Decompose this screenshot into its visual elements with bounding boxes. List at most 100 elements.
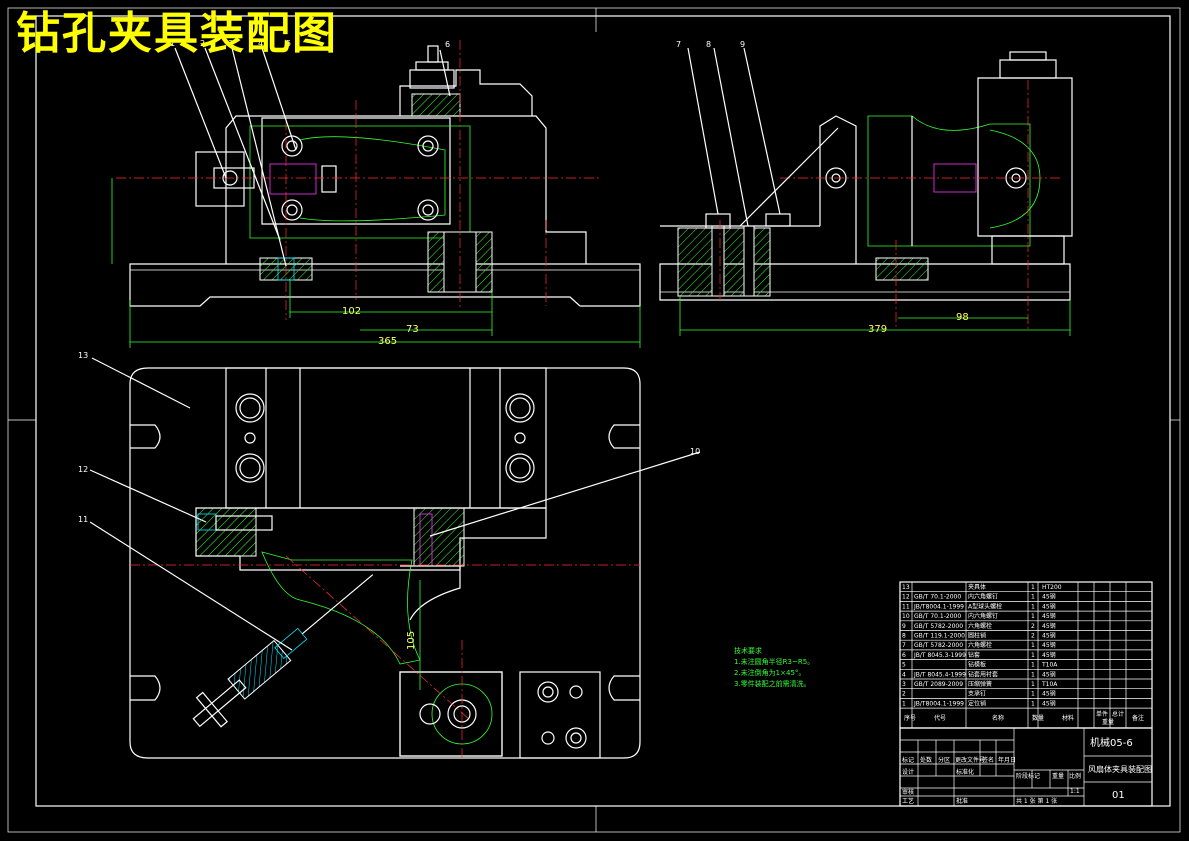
bom-cell-mat: 45钢 xyxy=(1042,699,1056,707)
bom-cell-mat: 45钢 xyxy=(1042,593,1056,601)
tech-requirements: 技术要求 1.未注圆角半径R3~R5。 2.未注倒角为1×45°。 3.零件装配… xyxy=(734,646,814,688)
bom-cell-qty: 1 xyxy=(1031,662,1035,669)
balloon-9: 9 xyxy=(740,40,745,49)
bom-header-weight: 重量 xyxy=(1102,718,1114,726)
bom-cell-no: 5 xyxy=(902,662,906,669)
bom-cell-no: 11 xyxy=(902,603,910,610)
bom-header-seq: 序号 xyxy=(904,714,916,722)
bom-cell-qty: 1 xyxy=(1031,700,1035,707)
bom-header-material: 材料 xyxy=(1062,714,1074,722)
title-block: 标记 处数 分区 更改文件号 签名 年月日 设计 标准化 审核 工艺 批准 阶段… xyxy=(899,727,1153,807)
tech-req-line1: 1.未注圆角半径R3~R5。 xyxy=(734,657,814,666)
tb-stage: 阶段标记 xyxy=(1016,772,1040,780)
bom-cell-mat: HT200 xyxy=(1042,584,1062,591)
tb-approve: 批准 xyxy=(956,797,968,805)
bom-cell-mat: 45钢 xyxy=(1042,602,1056,610)
front-view: 102 73 365 6 xyxy=(111,40,641,348)
bom-cell-mat: 45钢 xyxy=(1042,612,1056,620)
bom-cell-name: 内六角螺钉 xyxy=(968,612,998,620)
tb-drawing-name: 风扇体夹具装配图 xyxy=(1088,764,1152,774)
tech-req-line2: 2.未注倒角为1×45°。 xyxy=(734,668,805,677)
balloon-13: 13 xyxy=(78,351,88,360)
bom-header-remark: 备注 xyxy=(1132,714,1144,722)
bom-cell-code: GB/T 70.1-2000 xyxy=(914,594,961,601)
tb-school: 机械05-6 xyxy=(1090,736,1133,749)
balloon-6: 6 xyxy=(445,40,450,49)
bom-cell-mat: 45钢 xyxy=(1042,641,1056,649)
bom-cell-qty: 1 xyxy=(1031,671,1035,678)
tb-zone: 分区 xyxy=(938,756,950,764)
bom-cell-name: 夹具体 xyxy=(968,583,986,591)
dim-379: 379 xyxy=(868,324,887,335)
dim-105: 105 xyxy=(406,631,417,650)
balloon-1: 1 xyxy=(170,39,175,48)
top-view: 105 13 12 11 10 xyxy=(78,351,700,760)
bom-cell-qty: 2 xyxy=(1031,633,1035,640)
tb-count: 处数 xyxy=(920,756,932,764)
bom-header-qty: 数量 xyxy=(1032,714,1044,722)
bom-cell-name: 内六角螺钉 xyxy=(968,593,998,601)
tb-scale-val: 1:1 xyxy=(1070,788,1080,795)
tb-design: 设计 xyxy=(902,768,914,776)
tb-date: 年月日 xyxy=(998,756,1016,764)
dim-365: 365 xyxy=(378,336,397,347)
bom-cell-qty: 1 xyxy=(1031,594,1035,601)
balloon-5: 5 xyxy=(286,39,291,48)
tb-scale: 比例 xyxy=(1069,772,1081,780)
bom-cell-code: GB/T 5782-2000 xyxy=(914,642,963,649)
tech-req-line3: 3.零件装配之前需清洗。 xyxy=(734,679,811,688)
bom-cell-no: 8 xyxy=(902,633,906,640)
side-view: 379 98 7 8 9 xyxy=(659,40,1073,336)
bom-cell-name: 压缩弹簧 xyxy=(968,680,992,688)
bom-cell-code: JB/T8004.1-1999 xyxy=(913,603,964,610)
bom-cell-qty: 1 xyxy=(1031,691,1035,698)
bom-cell-qty: 1 xyxy=(1031,584,1035,591)
tb-check: 审核 xyxy=(902,788,914,796)
bom-cell-no: 2 xyxy=(902,691,906,698)
bom-cell-no: 6 xyxy=(902,652,906,659)
bom-cell-no: 4 xyxy=(902,671,906,678)
balloon-12: 12 xyxy=(78,465,88,474)
bom-cell-name: 圆柱销 xyxy=(968,632,986,640)
bom-cell-code: GB/T 5782-2000 xyxy=(914,623,963,630)
bom-cell-name: 钻模板 xyxy=(968,661,986,669)
bom-cell-name: 钻套用衬套 xyxy=(968,670,998,678)
bom-cell-no: 9 xyxy=(902,623,906,630)
balloon-4: 4 xyxy=(258,39,263,48)
tech-req-heading: 技术要求 xyxy=(734,646,762,655)
bom-cell-name: 定位销 xyxy=(968,699,986,707)
tb-change: 更改文件号 xyxy=(955,756,985,764)
dim-98: 98 xyxy=(956,312,969,323)
bom-cell-code: JB/T8004.1-1999 xyxy=(913,700,964,707)
bom-cell-code: GB/T 2089-2009 xyxy=(914,681,963,688)
bom-cell-name: 六角螺栓 xyxy=(968,641,992,649)
bom-cell-name: 钻套 xyxy=(968,651,980,659)
bom-cell-no: 10 xyxy=(902,613,910,620)
bom-cell-no: 1 xyxy=(902,700,906,707)
bom-cell-code: JB/T 8045.3-1999 xyxy=(913,652,966,659)
tb-std: 标准化 xyxy=(956,768,974,776)
tb-drawing-no: 01 xyxy=(1112,790,1125,801)
tb-weight: 重量 xyxy=(1052,772,1064,780)
bom-cell-code: JB/T 8045.4-1999 xyxy=(913,671,966,678)
balloon-7: 7 xyxy=(676,40,681,49)
bom-cell-mat: T10A xyxy=(1041,681,1058,688)
bom-cell-code: GB/T 70.1-2000 xyxy=(914,613,961,620)
tb-sheets: 共 1 张 第 1 张 xyxy=(1016,797,1057,805)
bom-cell-name: 六角螺栓 xyxy=(968,622,992,630)
bom-cell-no: 3 xyxy=(902,681,906,688)
dim-102: 102 xyxy=(342,306,361,317)
bom-cell-qty: 1 xyxy=(1031,642,1035,649)
bom-cell-no: 13 xyxy=(902,584,910,591)
tb-mark: 标记 xyxy=(902,756,914,764)
tb-process: 工艺 xyxy=(902,797,914,805)
balloon-2: 2 xyxy=(200,39,205,48)
bom-cell-qty: 2 xyxy=(1031,623,1035,630)
balloon-11: 11 xyxy=(78,515,88,524)
drawing-title: 钻孔夹具装配图 xyxy=(16,8,338,59)
bom-cell-mat: 45钢 xyxy=(1042,670,1056,678)
bom-cell-mat: 45钢 xyxy=(1042,651,1056,659)
bom-cell-no: 12 xyxy=(902,594,910,601)
bom-cell-qty: 1 xyxy=(1031,681,1035,688)
